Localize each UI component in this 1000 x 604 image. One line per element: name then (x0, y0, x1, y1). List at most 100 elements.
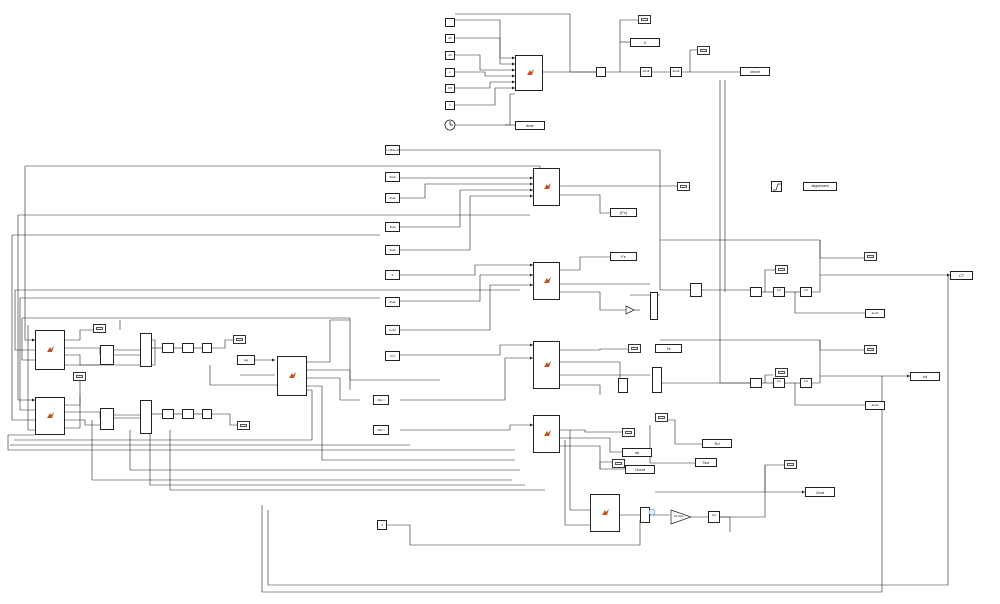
clock-icon[interactable] (444, 119, 456, 131)
mux-block-left-2[interactable] (140, 400, 152, 434)
fcn-block-bottom[interactable] (590, 494, 620, 532)
mux-block-bottom[interactable] (640, 507, 650, 523)
constant-block-top-left[interactable]: 1.1454e+03 (385, 145, 400, 155)
scope-icon[interactable] (775, 265, 788, 274)
ub-out-block[interactable]: ub (622, 448, 652, 457)
scope-icon[interactable] (622, 428, 635, 437)
scope-icon[interactable] (628, 344, 641, 353)
velocity-out-block[interactable]: V (630, 38, 660, 47)
constant-block-3[interactable]: 1 (445, 68, 455, 77)
derivative-block-2[interactable]: du/dt (670, 67, 682, 77)
scope-icon[interactable] (775, 368, 788, 377)
scope-icon[interactable] (93, 324, 106, 333)
integrator-icon[interactable] (648, 508, 656, 516)
rd-label: Rd (714, 441, 720, 446)
scope-icon[interactable] (697, 46, 710, 55)
ieg-input-block[interactable]: Ieg (237, 355, 255, 365)
input-block-7[interactable]: IsrSI (385, 325, 400, 335)
scope-icon[interactable] (73, 372, 86, 381)
drive-cycle-fcn-block[interactable] (515, 55, 543, 91)
constant-value: 0.5 (447, 86, 453, 90)
gain-triangle-icon[interactable] (670, 509, 692, 525)
constant-block-top[interactable] (445, 18, 455, 27)
fcn-block-center-3[interactable] (533, 341, 560, 389)
input-label: IsrSI (389, 328, 396, 332)
input-block-2[interactable]: Ibatt (385, 193, 400, 203)
cd-out-block[interactable]: cd (910, 372, 940, 381)
input-block-9[interactable]: iffsc I (373, 395, 389, 405)
scope-icon[interactable] (237, 421, 250, 430)
sum-block-1[interactable] (750, 287, 762, 297)
scope-icon[interactable] (638, 15, 651, 24)
mux-block-right-1[interactable] (650, 292, 658, 320)
cd-label: cd (922, 374, 928, 379)
ocrat-out-block[interactable]: Ocrat (625, 465, 655, 474)
mux-block-right-2[interactable] (652, 367, 662, 393)
decel-label: decel (750, 69, 760, 74)
input-block-8[interactable]: IsrI (385, 351, 400, 361)
fcn-block-center-4[interactable] (533, 415, 560, 453)
tf-block-left-1[interactable] (162, 343, 174, 353)
tf-block-bottom[interactable]: 1/s (708, 511, 720, 523)
tf-block-left-6[interactable] (202, 409, 212, 419)
tf-block-left-2[interactable] (182, 343, 194, 353)
input-block-1[interactable]: Ibatt (385, 172, 400, 182)
sum-block-left-2[interactable] (100, 408, 114, 430)
sum-block-mid[interactable] (618, 378, 628, 393)
tf-block-2[interactable]: 1/s (800, 287, 812, 297)
tf-block-3[interactable]: 1/s (773, 378, 785, 388)
fs-out-block[interactable]: Fs (610, 252, 637, 261)
derivative-block-1[interactable]: du/dt (640, 67, 652, 77)
sum-block-left-1[interactable] (100, 345, 114, 365)
scope-icon[interactable] (784, 460, 797, 469)
scope-icon[interactable] (864, 345, 877, 354)
tf-block-left-4[interactable] (162, 409, 174, 419)
time-output-block[interactable]: time (515, 121, 545, 130)
fc-out-block[interactable]: (Fc) (610, 208, 637, 217)
matlab-function-icon (544, 277, 551, 283)
ocrat-label: Ocrat (635, 467, 645, 472)
input-block-3[interactable]: Ibatt (385, 222, 400, 232)
tf-block-left-5[interactable] (182, 409, 194, 419)
fcn-block-middle[interactable] (277, 356, 307, 396)
tf-block-4[interactable]: 1/s (800, 378, 812, 388)
derivative-text: du/dt (642, 69, 650, 73)
fcn-block-left-1[interactable] (35, 330, 65, 370)
constant-block-2[interactable]: 20 (445, 51, 455, 60)
switch-block-1[interactable] (690, 283, 702, 297)
scope-icon[interactable] (864, 252, 877, 261)
sum-block-2[interactable] (750, 378, 762, 388)
matlab-function-icon (544, 361, 551, 367)
decel-out-block[interactable]: decel (740, 67, 770, 76)
ts-out-block[interactable]: Ts (655, 344, 682, 353)
ksref-block-1[interactable]: ksref (865, 309, 885, 318)
ksref-block-2[interactable]: ksref (865, 401, 885, 410)
constant-block-5[interactable]: 1 (445, 101, 455, 110)
constant-block-bottom[interactable]: 4 (377, 520, 387, 530)
mux-block-left-1[interactable] (140, 333, 152, 367)
input-block-5[interactable]: 6 (385, 270, 400, 280)
tf-block-left-3[interactable] (202, 343, 212, 353)
input-block-4[interactable]: Ibatt (385, 245, 400, 255)
scope-icon[interactable] (233, 335, 246, 344)
scope-icon[interactable] (677, 182, 690, 191)
tf-text: 1/s (711, 513, 716, 517)
rd-out-block[interactable]: Rd (702, 439, 732, 448)
input-block-6[interactable]: Ibatt (385, 297, 400, 307)
mux-block-top[interactable] (596, 67, 606, 77)
constant-block-4[interactable]: 0.5 (445, 84, 455, 93)
fcn-block-left-2[interactable] (35, 397, 65, 435)
scope-icon[interactable] (655, 413, 668, 422)
input-block-10[interactable]: iffsc I (373, 425, 389, 435)
alignment-block[interactable]: alignement (803, 182, 837, 191)
constant-block-1[interactable]: 20 (445, 34, 455, 43)
scope-icon[interactable] (612, 459, 625, 468)
step-icon[interactable] (771, 181, 782, 192)
ct-out-block[interactable]: CT (950, 271, 973, 280)
vout-out-block[interactable]: Vout (805, 487, 835, 497)
tsvr-out-block[interactable]: Tsvr (695, 458, 717, 467)
fcn-block-center-2[interactable] (533, 262, 560, 300)
gain-triangle-icon[interactable] (625, 305, 635, 315)
fcn-block-center-1[interactable] (533, 168, 560, 206)
tf-block-1[interactable]: 1/s (773, 287, 785, 297)
